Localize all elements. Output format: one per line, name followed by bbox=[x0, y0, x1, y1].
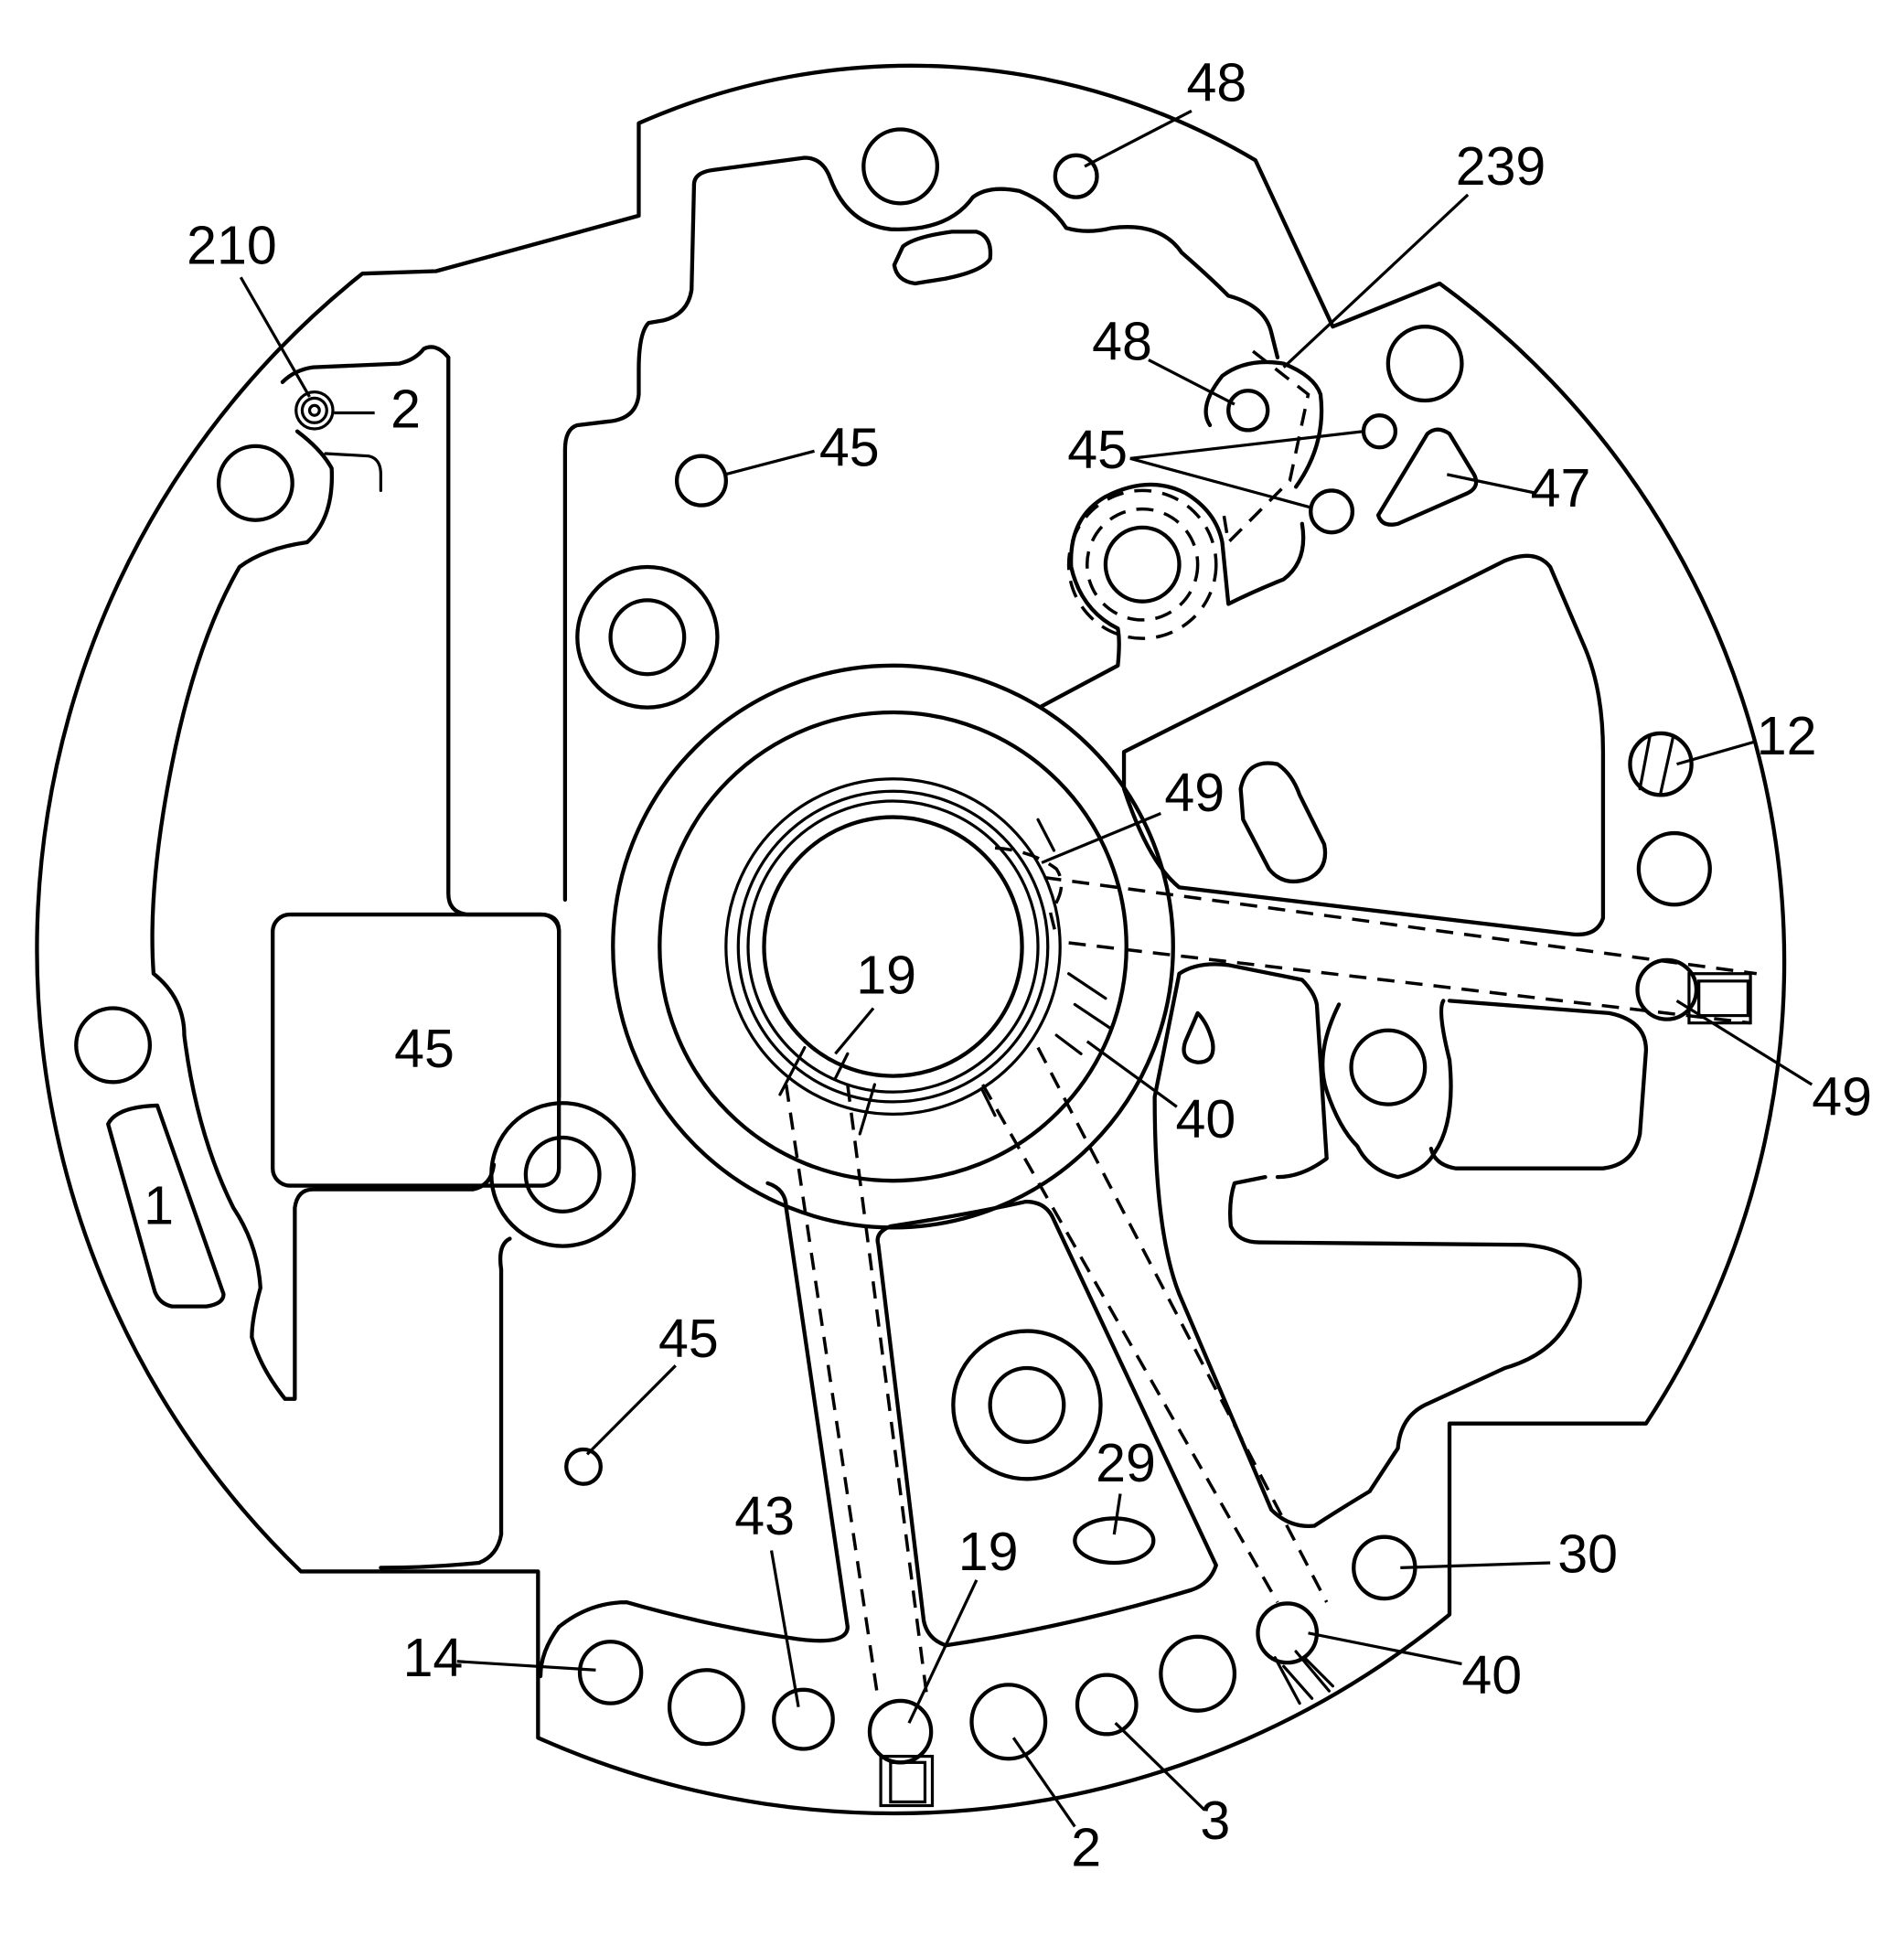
upper-pocket-outline bbox=[691, 155, 1280, 360]
hole-48-mid bbox=[1226, 389, 1270, 433]
label-3: 3 bbox=[1200, 1790, 1230, 1851]
hole-48-top bbox=[1053, 153, 1099, 199]
label-49-top: 49 bbox=[1164, 762, 1225, 823]
label-45-box: 45 bbox=[394, 1018, 455, 1079]
left-arc-wall bbox=[150, 429, 497, 1401]
lower-center-pocket bbox=[875, 1199, 1218, 1648]
hole-12 bbox=[1628, 731, 1694, 797]
hole-top-large bbox=[861, 127, 940, 206]
slot-top bbox=[892, 230, 993, 286]
label-49-right: 49 bbox=[1812, 1066, 1872, 1128]
label-47: 47 bbox=[1531, 457, 1591, 518]
label-2-top: 2 bbox=[390, 379, 421, 440]
hole-2-bottom bbox=[969, 1683, 1048, 1761]
label-30: 30 bbox=[1557, 1523, 1618, 1585]
hole-48-mid-lobe bbox=[1203, 359, 1324, 489]
rectangular-pad bbox=[271, 912, 562, 1188]
boss-hole-right bbox=[1321, 999, 1453, 1180]
upper-left-wall bbox=[562, 183, 697, 903]
label-45-lower: 45 bbox=[658, 1308, 719, 1369]
oval-slot-right bbox=[1238, 761, 1328, 884]
lower-left-wall bbox=[538, 1624, 562, 1679]
right-upper-pocket bbox=[1121, 553, 1606, 937]
upper-arm-edge bbox=[1039, 626, 1121, 709]
plug-bottom-19 bbox=[867, 1698, 935, 1808]
label-12: 12 bbox=[1757, 705, 1817, 766]
boss-hole-bottom bbox=[951, 1329, 1103, 1481]
label-19-bottom: 19 bbox=[958, 1521, 1019, 1582]
hole-45-pair-lower bbox=[1309, 488, 1355, 535]
label-210: 210 bbox=[187, 214, 277, 275]
passage-19 bbox=[784, 1084, 929, 1702]
teardrop-port bbox=[1182, 1010, 1215, 1064]
small-hook-mark bbox=[324, 452, 383, 493]
leader-lines bbox=[239, 109, 1813, 1828]
hole-left-top bbox=[216, 444, 294, 522]
hole-210-fitting bbox=[294, 390, 335, 431]
plug-bottom-40 bbox=[1256, 1601, 1335, 1705]
curved-slot bbox=[106, 1103, 226, 1309]
right-slot-bar bbox=[1152, 971, 1582, 1529]
label-14: 14 bbox=[403, 1627, 464, 1688]
lower-left-pocket bbox=[557, 1181, 850, 1643]
hole-3 bbox=[1075, 1673, 1139, 1737]
triangle-port-47 bbox=[1375, 427, 1479, 527]
outer-housing-outline bbox=[35, 63, 1787, 1816]
label-43: 43 bbox=[734, 1485, 795, 1546]
left-channel-head bbox=[280, 345, 451, 384]
label-45-pair: 45 bbox=[1067, 419, 1128, 480]
boss-hole-left-upper bbox=[575, 564, 720, 710]
hole-right-middle bbox=[1636, 830, 1712, 907]
label-29: 29 bbox=[1096, 1432, 1156, 1493]
label-239: 239 bbox=[1456, 135, 1546, 197]
label-48-mid: 48 bbox=[1092, 310, 1152, 371]
label-48-top: 48 bbox=[1187, 51, 1247, 112]
left-lower-wall bbox=[379, 1236, 512, 1570]
label-2-bottom: 2 bbox=[1071, 1816, 1101, 1877]
label-1: 1 bbox=[144, 1174, 174, 1235]
right-middle-pocket bbox=[1177, 962, 1649, 1180]
hole-43 bbox=[772, 1687, 835, 1751]
hole-45-pair-upper bbox=[1361, 413, 1398, 450]
bore-passage-ticks bbox=[778, 818, 1114, 1136]
hole-bottom-right bbox=[1159, 1634, 1237, 1713]
hole-right-top bbox=[1385, 325, 1464, 403]
passage-49 bbox=[994, 846, 1758, 1025]
label-40-bottom: 40 bbox=[1461, 1644, 1522, 1705]
label-19-center: 19 bbox=[856, 944, 916, 1005]
boss-hole-left-middle bbox=[489, 1101, 636, 1248]
boss-hole-upper-right bbox=[1066, 482, 1306, 640]
hole-left-middle bbox=[74, 1006, 153, 1085]
hole-45-upper bbox=[674, 454, 728, 508]
plug-right bbox=[1635, 957, 1752, 1025]
passage-239 bbox=[1220, 349, 1310, 546]
passage-40 bbox=[981, 1046, 1329, 1603]
label-45-upper: 45 bbox=[819, 416, 880, 477]
hole-14 bbox=[577, 1640, 644, 1705]
left-channel-wall bbox=[446, 355, 562, 1099]
hole-bottom-2 bbox=[667, 1668, 745, 1747]
hole-45-lower bbox=[564, 1447, 603, 1486]
label-40-center: 40 bbox=[1175, 1088, 1235, 1149]
oval-port-29 bbox=[1073, 1516, 1156, 1566]
